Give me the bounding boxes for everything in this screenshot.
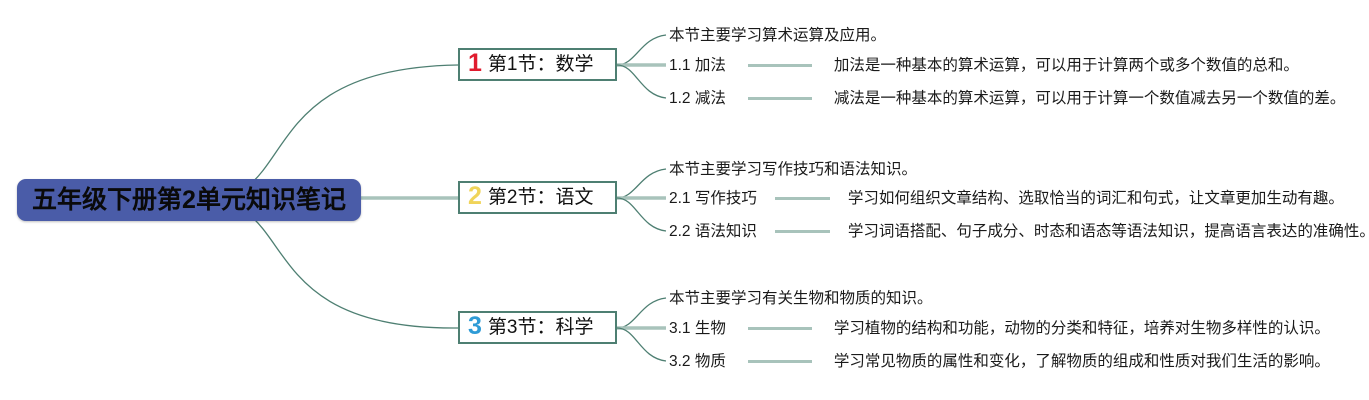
sub-item-key-1-2: 1.2 减法 — [669, 90, 726, 107]
connector-branch-3-to-item-2 — [616, 327, 667, 362]
connector-branch-2-to-summary — [616, 168, 667, 199]
branch-node-3[interactable]: 3 第3节：科学 — [458, 311, 617, 344]
branch-title-1: 第1节：数学 — [487, 54, 594, 75]
branch-title-3: 第3节：科学 — [487, 317, 594, 338]
branch-summary-2: 本节主要学习写作技巧和语法知识。 — [669, 161, 918, 178]
sub-item-dash-2-2 — [774, 230, 830, 234]
branch-number-1: 1 — [468, 49, 482, 77]
sub-item-2-1[interactable]: 2.1 写作技巧 学习如何组织文章结构、选取恰当的词汇和句式，让文章更加生动有趣… — [669, 191, 1344, 207]
sub-item-desc-2-1: 学习如何组织文章结构、选取恰当的词汇和句式，让文章更加生动有趣。 — [847, 190, 1344, 207]
connector-branch-1-to-summary — [616, 34, 667, 66]
sub-item-key-3-2: 3.2 物质 — [669, 353, 726, 370]
branch-number-3: 3 — [468, 312, 482, 340]
sub-item-1-1[interactable]: 1.1 加法 加法是一种基本的算术运算，可以用于计算两个或多个数值的总和。 — [669, 58, 1299, 74]
branch-title-2: 第2节：语文 — [487, 187, 594, 208]
connector-branch-3-to-summary — [616, 297, 667, 329]
sub-item-3-2[interactable]: 3.2 物质 学习常见物质的属性和变化，了解物质的组成和性质对我们生活的影响。 — [669, 354, 1330, 370]
sub-item-desc-1-2: 减法是一种基本的算术运算，可以用于计算一个数值减去另一个数值的差。 — [833, 90, 1346, 107]
sub-item-dash-3-1 — [747, 327, 812, 331]
sub-item-dash-1-2 — [747, 97, 812, 101]
connector-branch-1-to-item-2 — [616, 64, 667, 99]
branch-number-2: 2 — [468, 182, 482, 210]
sub-item-2-2[interactable]: 2.2 语法知识 学习词语搭配、句子成分、时态和语态等语法知识，提高语言表达的准… — [669, 224, 1369, 240]
sub-item-3-1[interactable]: 3.1 生物 学习植物的结构和功能，动物的分类和特征，培养对生物多样性的认识。 — [669, 321, 1330, 337]
connector-branch-2-to-item-2 — [616, 197, 667, 232]
sub-item-1-2[interactable]: 1.2 减法 减法是一种基本的算术运算，可以用于计算一个数值减去另一个数值的差。 — [669, 91, 1345, 107]
root-node-label: 五年级下册第2单元知识笔记 — [32, 185, 346, 214]
sub-item-key-1-1: 1.1 加法 — [669, 57, 726, 74]
branch-summary-3: 本节主要学习有关生物和物质的知识。 — [669, 290, 933, 307]
sub-item-desc-1-1: 加法是一种基本的算术运算，可以用于计算两个或多个数值的总和。 — [833, 57, 1299, 74]
sub-item-key-3-1: 3.1 生物 — [669, 320, 726, 337]
sub-item-desc-3-1: 学习植物的结构和功能，动物的分类和特征，培养对生物多样性的认识。 — [833, 320, 1330, 337]
sub-item-dash-3-2 — [747, 360, 812, 364]
sub-item-key-2-1: 2.1 写作技巧 — [669, 190, 757, 207]
sub-item-desc-2-2: 学习词语搭配、句子成分、时态和语态等语法知识，提高语言表达的准确性。 — [847, 223, 1369, 240]
sub-item-key-2-2: 2.2 语法知识 — [669, 223, 757, 240]
branch-node-1[interactable]: 1 第1节：数学 — [458, 48, 617, 81]
sub-item-desc-3-2: 学习常见物质的属性和变化，了解物质的组成和性质对我们生活的影响。 — [833, 353, 1330, 370]
branch-summary-1: 本节主要学习算术运算及应用。 — [669, 27, 887, 44]
sub-item-dash-1-1 — [747, 64, 812, 68]
root-node[interactable]: 五年级下册第2单元知识笔记 — [17, 179, 361, 221]
sub-item-dash-2-1 — [774, 197, 830, 201]
branch-node-2[interactable]: 2 第2节：语文 — [458, 181, 617, 214]
